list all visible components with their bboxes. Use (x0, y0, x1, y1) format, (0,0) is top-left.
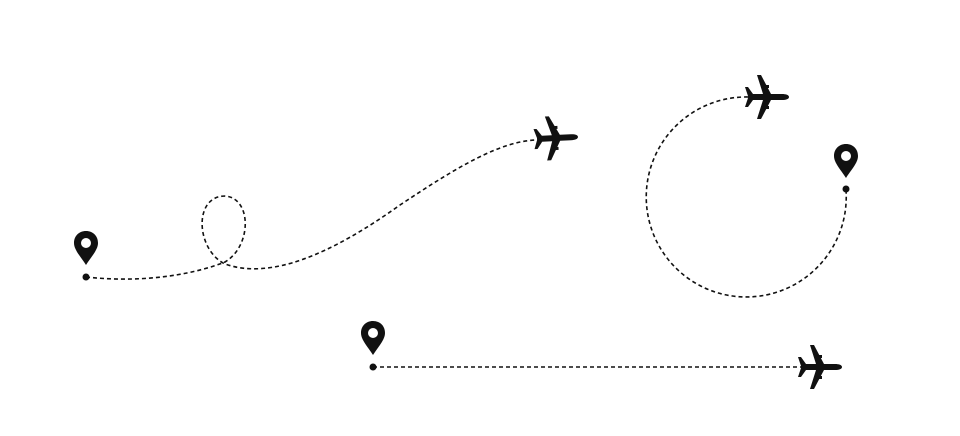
circle-route (645, 96, 848, 298)
origin-dot (842, 185, 850, 193)
loop-route (85, 139, 536, 280)
airplane-icon (798, 345, 842, 389)
airplane-icon (532, 114, 580, 162)
location-pin-icon (834, 144, 858, 178)
origin-dot (369, 363, 377, 371)
location-pin-icon (74, 231, 98, 265)
location-pin-icon (361, 321, 385, 355)
airplane-icon (745, 75, 789, 119)
origin-dot (82, 273, 90, 281)
